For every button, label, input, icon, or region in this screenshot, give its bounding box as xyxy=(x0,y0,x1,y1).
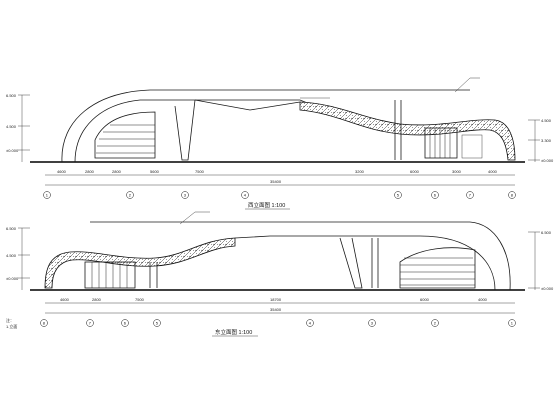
dimension-label: 4000 xyxy=(488,169,498,174)
dimension-label: 4600 xyxy=(57,169,67,174)
dimension-total: 35400 xyxy=(270,179,282,184)
grid-label: 3 xyxy=(371,321,374,326)
note-line: 1.立面 xyxy=(6,323,17,329)
canopy-line xyxy=(194,99,301,111)
bottom-elevation-title: 东立面图 1:100 xyxy=(215,328,252,336)
level-label: ±0.000 xyxy=(6,276,19,281)
left-level-marks: 6.500 4.500 ±0.000 xyxy=(6,93,30,162)
level-label: ±0.000 xyxy=(541,286,554,291)
grid-label: 4 xyxy=(244,193,247,198)
glazed-wall xyxy=(94,111,156,159)
note-line: 注： xyxy=(6,317,14,323)
stone-band xyxy=(44,237,236,289)
grid-label: 8 xyxy=(511,193,514,198)
level-label: 6.500 xyxy=(6,93,17,98)
level-label: 4.500 xyxy=(6,124,17,129)
dimension-label: 18700 xyxy=(270,297,282,302)
dimension-row: 4600 2800 2800 5600 7500 3200 6000 3000 … xyxy=(45,169,515,186)
dimension-label: 7500 xyxy=(135,297,145,302)
right-level-marks: 4.500 3.300 ±0.000 xyxy=(528,118,554,163)
grid-label: 8 xyxy=(43,321,46,326)
roof-arc-inner xyxy=(74,99,141,163)
column xyxy=(174,99,196,161)
dimension-label: 2800 xyxy=(112,169,122,174)
glazed-box xyxy=(84,261,136,289)
grid-label: 7 xyxy=(89,321,92,326)
level-label: ±0.000 xyxy=(541,158,554,163)
roof-soffit xyxy=(234,235,420,239)
roof-soffit xyxy=(140,99,311,105)
level-label: ±0.000 xyxy=(6,148,19,153)
dimension-label: 6000 xyxy=(410,169,420,174)
dimension-label: 2800 xyxy=(85,169,95,174)
door-opening xyxy=(461,134,483,159)
dimension-label: 5600 xyxy=(150,169,160,174)
dimension-label: 7500 xyxy=(195,169,205,174)
grid-axis-row: 8 7 6 5 4 3 2 1 xyxy=(40,319,516,327)
glazing-hatch xyxy=(429,128,451,158)
grid-label: 7 xyxy=(469,193,472,198)
grid-label: 5 xyxy=(397,193,400,198)
top-elevation: 6.500 4.500 ±0.000 xyxy=(6,77,554,210)
dimension-label: 3200 xyxy=(355,169,365,174)
dimension-label: 3000 xyxy=(452,169,462,174)
dimension-label: 4000 xyxy=(478,297,488,302)
stone-band xyxy=(299,101,516,161)
top-elevation-title: 西立面图 1:100 xyxy=(248,201,285,209)
grid-axis-row: 1 2 3 4 5 6 7 8 xyxy=(43,191,516,199)
right-level-marks: 6.500 ±0.000 xyxy=(528,230,554,291)
grid-label: 1 xyxy=(511,321,514,326)
dimension-label: 4600 xyxy=(60,297,70,302)
grid-label: 1 xyxy=(46,193,49,198)
glazing-hatch xyxy=(96,124,155,154)
roof-arc-inner xyxy=(419,235,496,291)
roof-arc xyxy=(469,221,511,291)
grid-label: 2 xyxy=(434,321,437,326)
column xyxy=(339,237,363,289)
bottom-elevation: 6.500 4.500 ±0.000 xyxy=(6,211,554,337)
glazing-hatch xyxy=(91,262,128,288)
dimension-total: 35400 xyxy=(270,307,282,312)
grid-label: 4 xyxy=(309,321,312,326)
roof-arc xyxy=(61,89,151,163)
grid-label: 3 xyxy=(184,193,187,198)
level-label: 6.500 xyxy=(541,230,552,235)
grid-label: 5 xyxy=(156,321,159,326)
dimension-label: 2800 xyxy=(92,297,102,302)
grid-label: 6 xyxy=(434,193,437,198)
grid-label: 6 xyxy=(124,321,127,326)
grid-label: 2 xyxy=(129,193,132,198)
dimension-row: 4600 2800 7500 18700 6000 4000 35400 xyxy=(45,297,515,314)
glazed-wall xyxy=(399,247,476,289)
level-label: 4.500 xyxy=(6,253,17,258)
dimension-label: 6000 xyxy=(420,297,430,302)
glazed-box xyxy=(424,127,458,159)
level-label: 3.300 xyxy=(541,138,552,143)
level-label: 4.500 xyxy=(541,118,552,123)
glazing-hatch xyxy=(400,257,475,286)
level-label: 6.500 xyxy=(6,226,17,231)
left-level-marks: 6.500 4.500 ±0.000 xyxy=(6,226,30,290)
